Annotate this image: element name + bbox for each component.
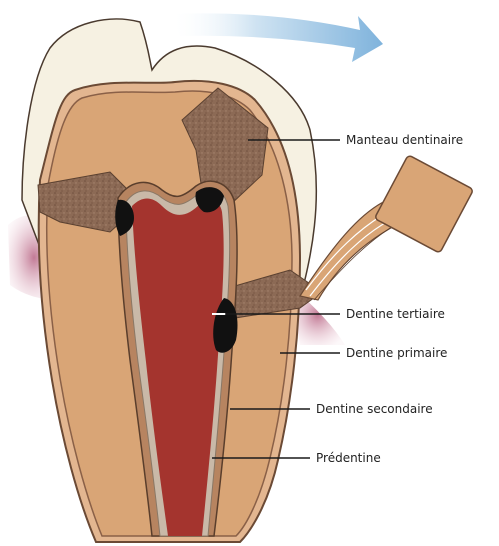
label-dentine-primaire: Dentine primaire — [346, 346, 447, 360]
label-dentine-tertiaire: Dentine tertiaire — [346, 307, 445, 321]
label-dentine-secondaire: Dentine secondaire — [316, 402, 433, 416]
label-predentine: Prédentine — [316, 451, 381, 465]
nerve-terminal-block — [374, 155, 473, 253]
label-manteau-dentinaire: Manteau dentinaire — [346, 133, 463, 147]
